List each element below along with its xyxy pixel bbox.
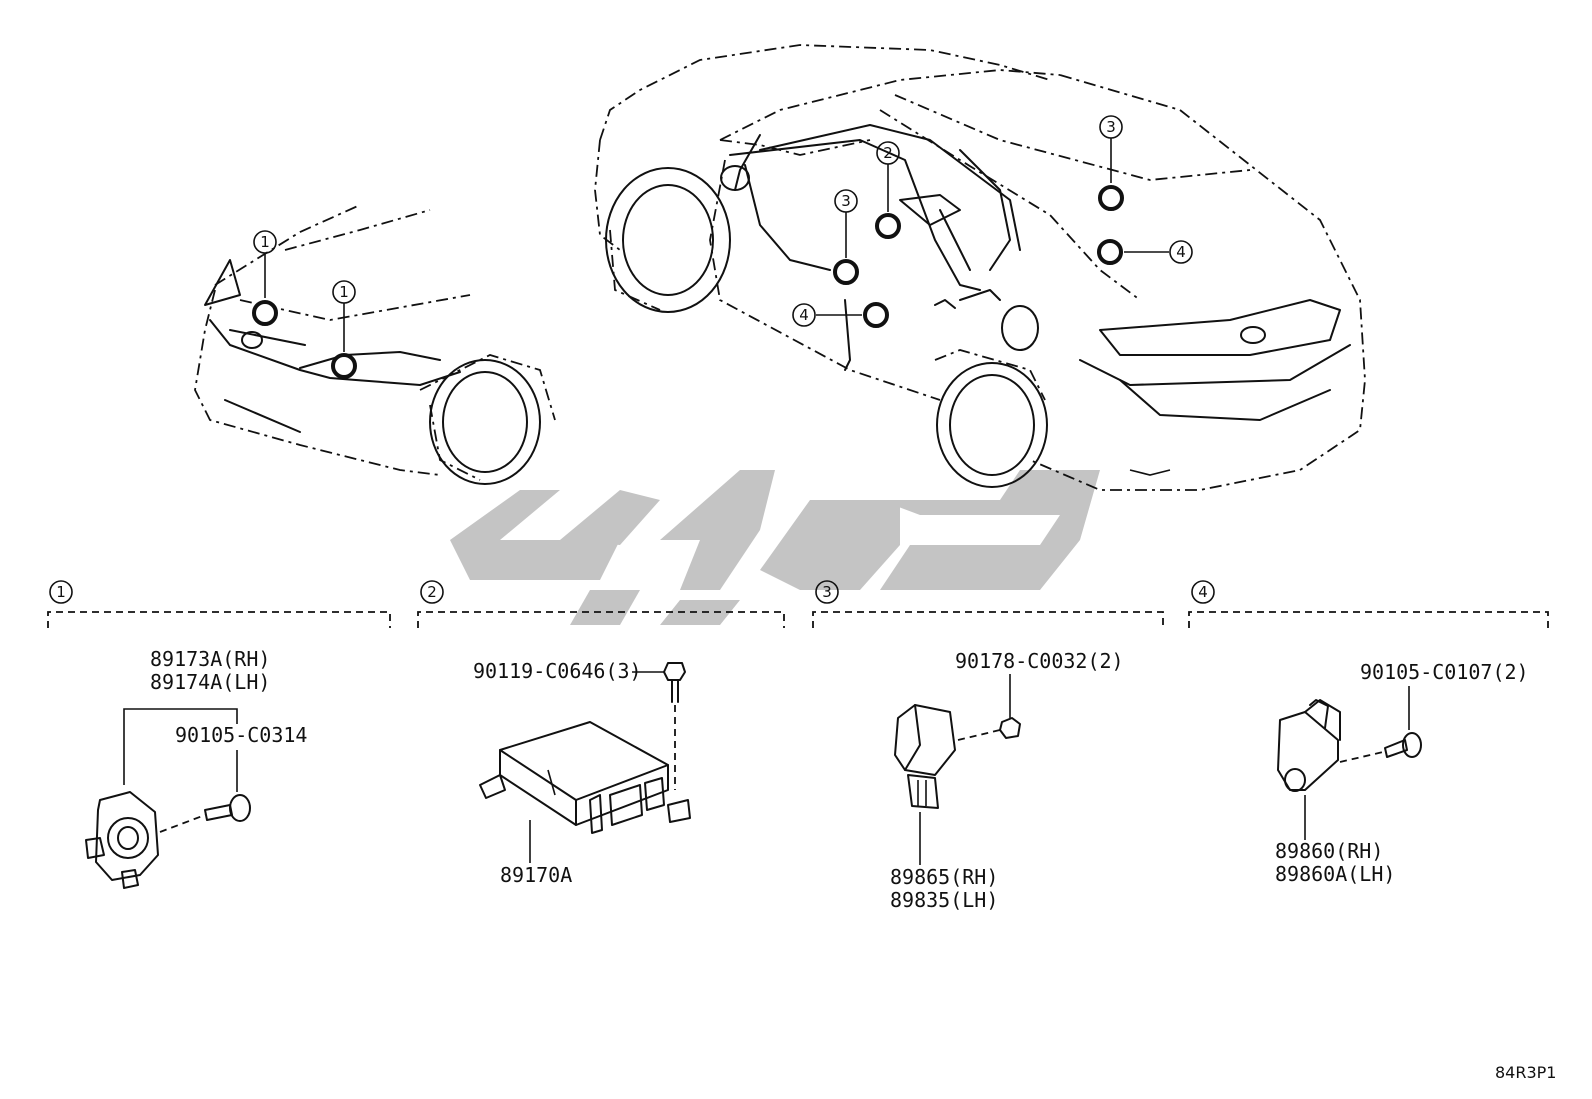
side-impact-sensor-pillar <box>1277 699 1341 792</box>
group-number: 4 <box>1198 583 1208 601</box>
group-header-4: 4 <box>1188 580 1549 628</box>
car-rear-view <box>594 44 1366 491</box>
part-label-89860: 89860(RH) <box>1275 839 1383 863</box>
part-label-90105-c0107: 90105-C0107(2) <box>1360 660 1529 684</box>
marker-label: 3 <box>841 192 851 210</box>
part-label-89865: 89865(RH) <box>890 865 998 889</box>
watermark-logo <box>450 470 1100 625</box>
marker-point <box>875 213 901 239</box>
marker-label: 2 <box>883 144 893 162</box>
marker-point <box>1098 185 1124 211</box>
bolt-90105-c0314 <box>204 794 251 822</box>
marker-point <box>863 302 889 328</box>
group-2-parts: 90119-C0646(3) 89170A <box>473 659 691 887</box>
part-label-90105-c0314: 90105-C0314 <box>175 723 307 747</box>
marker-label: 1 <box>260 233 270 251</box>
marker-label: 4 <box>1176 243 1186 261</box>
group-number: 1 <box>56 583 66 601</box>
part-label-89170a: 89170A <box>500 863 572 887</box>
diagram-code: 84R3P1 <box>1495 1063 1556 1082</box>
group-4-parts: 90105-C0107(2) 89860(RH) 89860A(LH) <box>1275 660 1529 886</box>
part-label-89835: 89835(LH) <box>890 888 998 912</box>
group-1-parts: 89173A(RH) 89174A(LH) 90105-C0314 <box>85 647 307 889</box>
part-label-90178-c0032: 90178-C0032(2) <box>955 649 1124 673</box>
marker-point <box>833 259 859 285</box>
car-front-view <box>194 204 556 485</box>
marker-point <box>252 300 278 326</box>
bolt-90105-c0107 <box>1384 732 1422 758</box>
nut-90178-c0032 <box>999 717 1021 739</box>
group-number: 3 <box>822 583 832 601</box>
group-header-2: 2 <box>417 580 785 628</box>
marker-label: 4 <box>799 306 809 324</box>
group-number: 2 <box>427 583 437 601</box>
group-header-3: 3 <box>812 580 1164 628</box>
marker-label: 1 <box>339 283 349 301</box>
front-impact-sensor <box>85 791 159 889</box>
part-label-89174a: 89174A(LH) <box>150 670 270 694</box>
group-3-parts: 90178-C0032(2) 89865(RH) 89835(LH) <box>890 649 1124 912</box>
marker-label: 3 <box>1106 118 1116 136</box>
location-markers: 1 1 2 3 3 4 4 <box>252 115 1193 379</box>
marker-point <box>1097 239 1123 265</box>
group-header-1: 1 <box>47 580 391 628</box>
side-impact-sensor-door <box>894 704 956 809</box>
part-label-89860a: 89860A(LH) <box>1275 862 1395 886</box>
marker-point <box>331 353 357 379</box>
airbag-control-module <box>479 721 691 834</box>
part-label-89173a: 89173A(RH) <box>150 647 270 671</box>
part-label-90119-c0646: 90119-C0646(3) <box>473 659 642 683</box>
bolt-90119-c0646 <box>663 662 686 703</box>
